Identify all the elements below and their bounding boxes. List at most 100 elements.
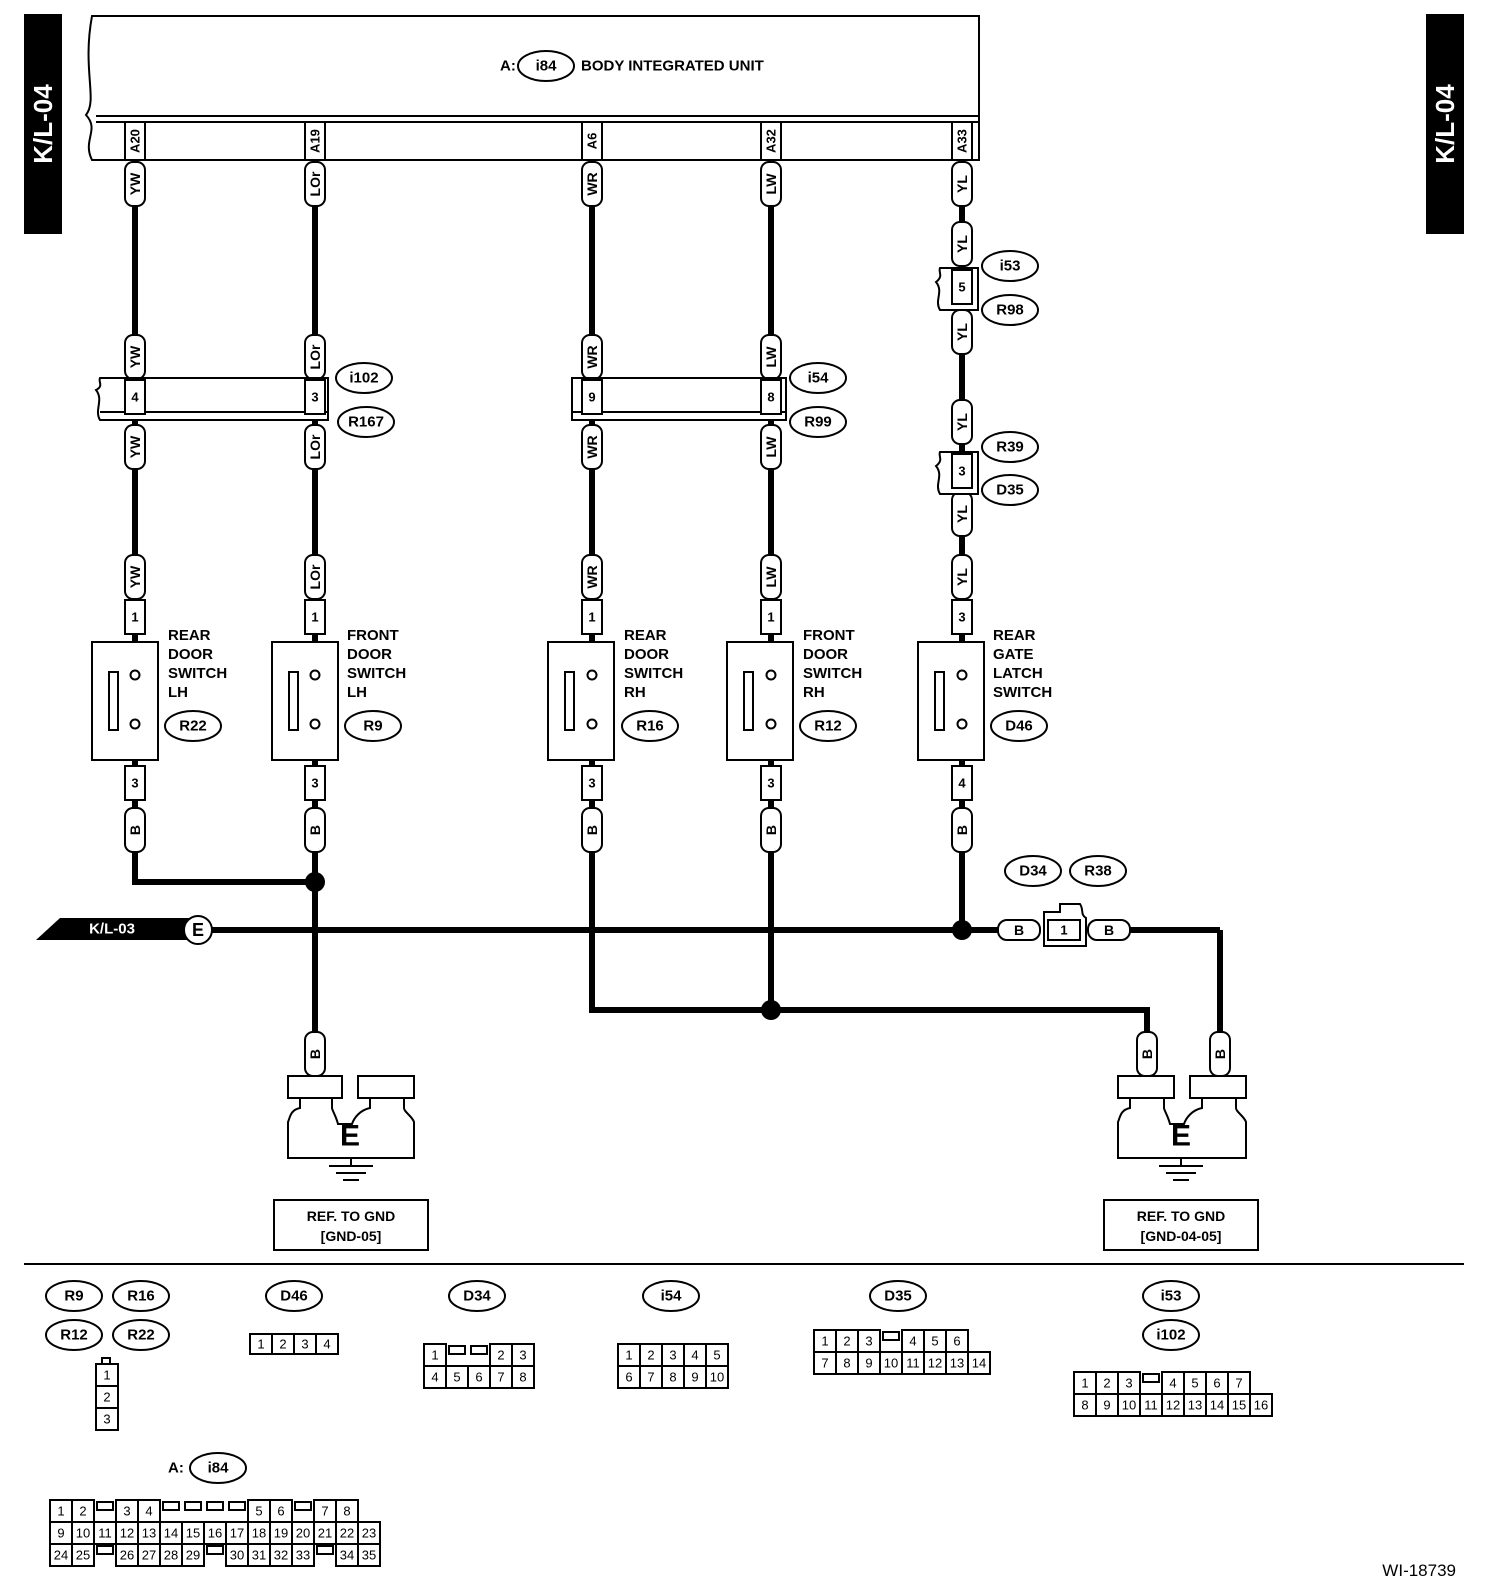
pin-number: 4 bbox=[691, 1348, 698, 1363]
svg-text:YW: YW bbox=[127, 435, 143, 458]
svg-text:R22: R22 bbox=[127, 1327, 155, 1344]
connector-key-notch bbox=[448, 1345, 466, 1355]
svg-text:LW: LW bbox=[763, 346, 779, 368]
pin-number: 16 bbox=[1254, 1398, 1268, 1413]
svg-text:D35: D35 bbox=[996, 482, 1024, 499]
page-tag-left: K/L-04 bbox=[24, 14, 62, 234]
pin-cell bbox=[357, 1543, 381, 1567]
svg-text:R98: R98 bbox=[996, 302, 1024, 319]
svg-text:B: B bbox=[763, 825, 779, 835]
svg-text:5: 5 bbox=[958, 280, 965, 295]
svg-text:3: 3 bbox=[103, 1412, 110, 1427]
pin-number: 15 bbox=[186, 1526, 200, 1541]
svg-text:1: 1 bbox=[311, 610, 318, 625]
pin-number: 3 bbox=[1125, 1376, 1132, 1391]
pin-number: 5 bbox=[931, 1334, 938, 1349]
svg-text:R167: R167 bbox=[348, 414, 384, 431]
pin-number: 10 bbox=[884, 1356, 898, 1371]
pin-number: 2 bbox=[843, 1334, 850, 1349]
svg-text:LW: LW bbox=[763, 436, 779, 458]
pin-number: 11 bbox=[906, 1356, 920, 1371]
svg-text:E: E bbox=[1171, 1120, 1191, 1153]
pin-a6: A6 bbox=[581, 121, 603, 161]
svg-text:B: B bbox=[1014, 922, 1024, 938]
switch-front-door-lh: 1 3 FRONT DOOR SWITCH LH R9 bbox=[271, 599, 406, 801]
switch-front-door-rh: 1 3 FRONT DOOR SWITCH RH R12 bbox=[726, 599, 862, 801]
pin-number: 34 bbox=[340, 1548, 354, 1563]
svg-text:YW: YW bbox=[127, 172, 143, 195]
svg-text:3: 3 bbox=[958, 464, 965, 479]
svg-text:B: B bbox=[584, 825, 600, 835]
svg-text:i102: i102 bbox=[349, 370, 378, 387]
svg-text:WR: WR bbox=[584, 172, 600, 195]
pin-cell bbox=[1249, 1393, 1273, 1417]
pin-number: 2 bbox=[497, 1348, 504, 1363]
pin-number: 10 bbox=[710, 1370, 724, 1385]
svg-text:3: 3 bbox=[767, 776, 774, 791]
pin-number: 2 bbox=[279, 1337, 286, 1352]
svg-text:D34: D34 bbox=[1019, 863, 1047, 880]
svg-text:i54: i54 bbox=[808, 370, 830, 387]
svg-text:i84: i84 bbox=[208, 1460, 230, 1477]
svg-text:FRONT: FRONT bbox=[347, 627, 399, 644]
pin-number: 11 bbox=[1144, 1398, 1158, 1413]
connector-key-notch bbox=[162, 1501, 180, 1511]
svg-text:FRONT: FRONT bbox=[803, 627, 855, 644]
svg-text:YL: YL bbox=[954, 413, 970, 431]
pin-number: 1 bbox=[821, 1334, 828, 1349]
connector-key-notch bbox=[96, 1545, 114, 1555]
svg-text:K/L-03: K/L-03 bbox=[89, 921, 135, 938]
pin-number: 8 bbox=[843, 1356, 850, 1371]
svg-text:REF. TO GND: REF. TO GND bbox=[307, 1208, 395, 1224]
svg-text:LOr: LOr bbox=[307, 171, 323, 196]
pin-number: 13 bbox=[1188, 1398, 1202, 1413]
pin-number: 8 bbox=[1081, 1398, 1088, 1413]
svg-text:A:: A: bbox=[168, 1460, 184, 1477]
svg-text:WR: WR bbox=[584, 345, 600, 368]
pin-number: 14 bbox=[164, 1526, 178, 1541]
svg-text:R16: R16 bbox=[636, 718, 664, 735]
switch-rear-door-rh: 1 3 REAR DOOR SWITCH RH R16 bbox=[547, 599, 683, 801]
svg-text:R12: R12 bbox=[814, 718, 842, 735]
svg-text:1: 1 bbox=[103, 1368, 110, 1383]
svg-text:B: B bbox=[127, 825, 143, 835]
pin-number: 14 bbox=[972, 1356, 986, 1371]
svg-text:D46: D46 bbox=[1005, 718, 1033, 735]
svg-text:LW: LW bbox=[763, 566, 779, 588]
pin-number: 12 bbox=[120, 1526, 134, 1541]
svg-text:A20: A20 bbox=[128, 129, 143, 153]
svg-text:1: 1 bbox=[588, 610, 595, 625]
pin-number: 30 bbox=[230, 1548, 244, 1563]
svg-text:A33: A33 bbox=[955, 129, 970, 153]
svg-text:YL: YL bbox=[954, 175, 970, 193]
pin-number: 8 bbox=[669, 1370, 676, 1385]
pin-number: 2 bbox=[647, 1348, 654, 1363]
pin-number: 4 bbox=[145, 1504, 152, 1519]
pin-number: 10 bbox=[76, 1526, 90, 1541]
svg-text:GATE: GATE bbox=[993, 646, 1034, 663]
svg-text:R99: R99 bbox=[804, 414, 832, 431]
svg-text:i102: i102 bbox=[1156, 1327, 1185, 1344]
connector-key-notch bbox=[184, 1501, 202, 1511]
inline-connector-i54: 9 8 i54 R99 bbox=[571, 362, 847, 438]
svg-text:D35: D35 bbox=[884, 1288, 912, 1305]
connector-key-notch bbox=[294, 1501, 312, 1511]
svg-text:A32: A32 bbox=[764, 129, 779, 153]
connector-key-notch bbox=[206, 1545, 224, 1555]
pin-number: 11 bbox=[98, 1526, 112, 1541]
svg-text:K/L-04: K/L-04 bbox=[28, 84, 58, 164]
inline-connector-i53: 5 i53 R98 bbox=[934, 250, 1039, 326]
pin-number: 8 bbox=[519, 1370, 526, 1385]
switch-rear-gate-latch: 3 4 REAR GATE LATCH SWITCH D46 bbox=[917, 599, 1052, 801]
pin-number: 6 bbox=[475, 1370, 482, 1385]
switch-rear-door-lh: 1 3 REAR DOOR SWITCH LH R22 bbox=[91, 599, 227, 801]
figure-id: WI-18739 bbox=[1382, 1561, 1456, 1580]
pin-number: 12 bbox=[928, 1356, 942, 1371]
pin-number: 4 bbox=[1169, 1376, 1176, 1391]
svg-text:1: 1 bbox=[1060, 923, 1067, 938]
ground-symbol-left: E REF. TO GND [GND-05] bbox=[273, 1075, 429, 1251]
